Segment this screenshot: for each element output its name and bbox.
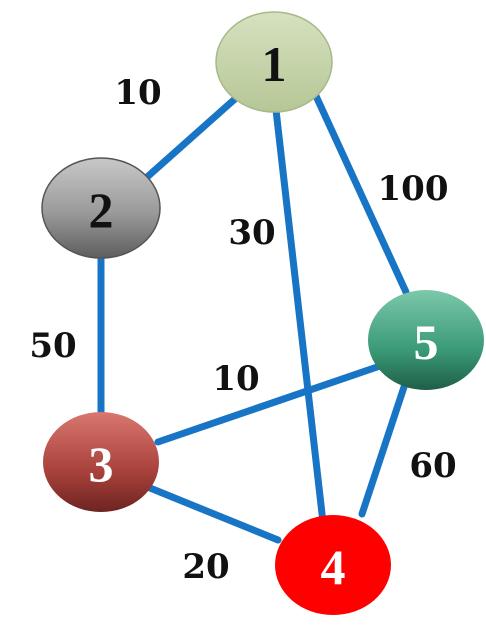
node-1: 1 — [215, 11, 333, 113]
node-3-label: 3 — [89, 436, 114, 492]
edge-weight-1-2: 10 — [114, 73, 161, 113]
edge-weight-5-4: 60 — [409, 446, 456, 486]
node-3: 3 — [43, 412, 159, 512]
node-2-label: 2 — [89, 182, 114, 238]
edge-3-4 — [146, 484, 282, 544]
node-5-label: 5 — [414, 314, 439, 370]
edge-5-4 — [358, 380, 409, 518]
node-4-label: 4 — [321, 539, 346, 595]
edge-weight-2-3: 50 — [29, 326, 76, 366]
edge-weight-1-5: 100 — [378, 169, 449, 209]
node-5: 5 — [368, 290, 484, 390]
node-1-label: 1 — [262, 36, 287, 92]
node-2: 2 — [41, 157, 161, 259]
edge-1-5 — [312, 92, 410, 296]
edge-weight-3-5: 10 — [212, 359, 259, 399]
edge-weight-1-4: 30 — [228, 213, 275, 253]
edge-1-4 — [272, 106, 329, 544]
node-4: 4 — [275, 515, 391, 615]
edge-weight-3-4: 20 — [182, 547, 229, 587]
edge-3-5 — [154, 362, 384, 446]
edge-1-2 — [142, 94, 240, 182]
